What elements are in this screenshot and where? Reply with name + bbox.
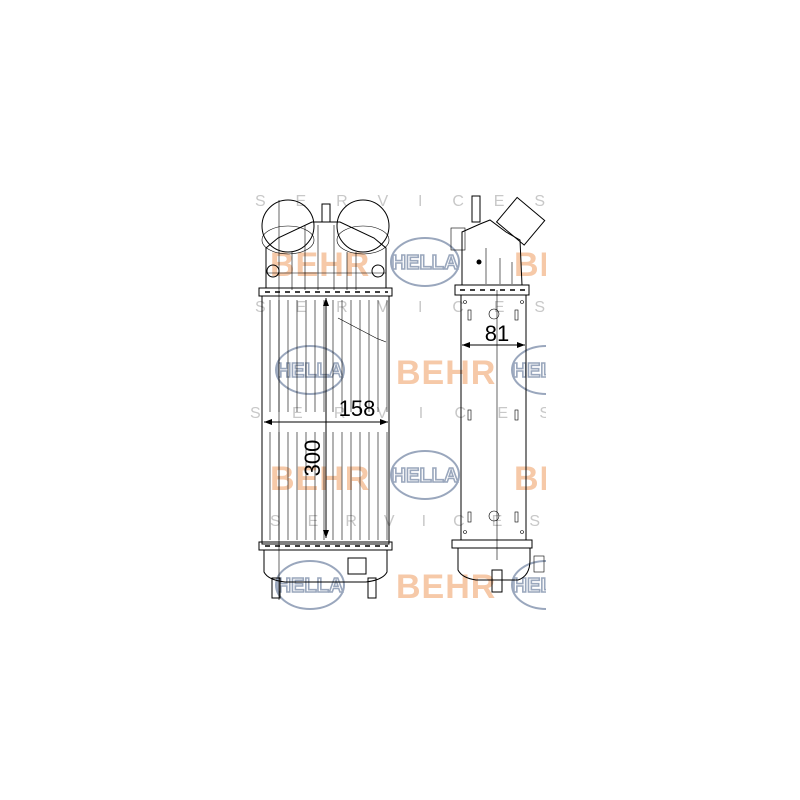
watermark-services: S E R V I C E S bbox=[255, 193, 545, 210]
watermark-services: S E R V I C E S bbox=[250, 405, 550, 422]
svg-text:HELLA: HELLA bbox=[277, 575, 344, 597]
svg-text:HELLA: HELLA bbox=[392, 465, 459, 487]
dimension-81-label: 81 bbox=[485, 321, 509, 346]
svg-text:HELLA: HELLA bbox=[277, 360, 344, 382]
hella-logo: HELLA bbox=[390, 450, 460, 500]
side-view: 81 bbox=[450, 195, 546, 593]
hella-logo: HELLA bbox=[390, 237, 460, 287]
hella-logo: HELLA bbox=[275, 345, 345, 395]
hella-logo: HELLA bbox=[275, 560, 345, 610]
dimension-300-label: 300 bbox=[300, 440, 325, 477]
behr-logo: BEHR bbox=[270, 460, 370, 498]
behr-logo: BEHR bbox=[396, 568, 496, 606]
behr-logo: BEHR bbox=[396, 354, 496, 392]
watermark-services: S E R V I C E S bbox=[255, 299, 545, 316]
front-view: 158 300 bbox=[258, 199, 393, 600]
watermark-services: S E R V I C E S bbox=[270, 513, 540, 530]
svg-text:HELLA: HELLA bbox=[392, 252, 459, 274]
dimension-158-label: 158 bbox=[339, 396, 376, 421]
